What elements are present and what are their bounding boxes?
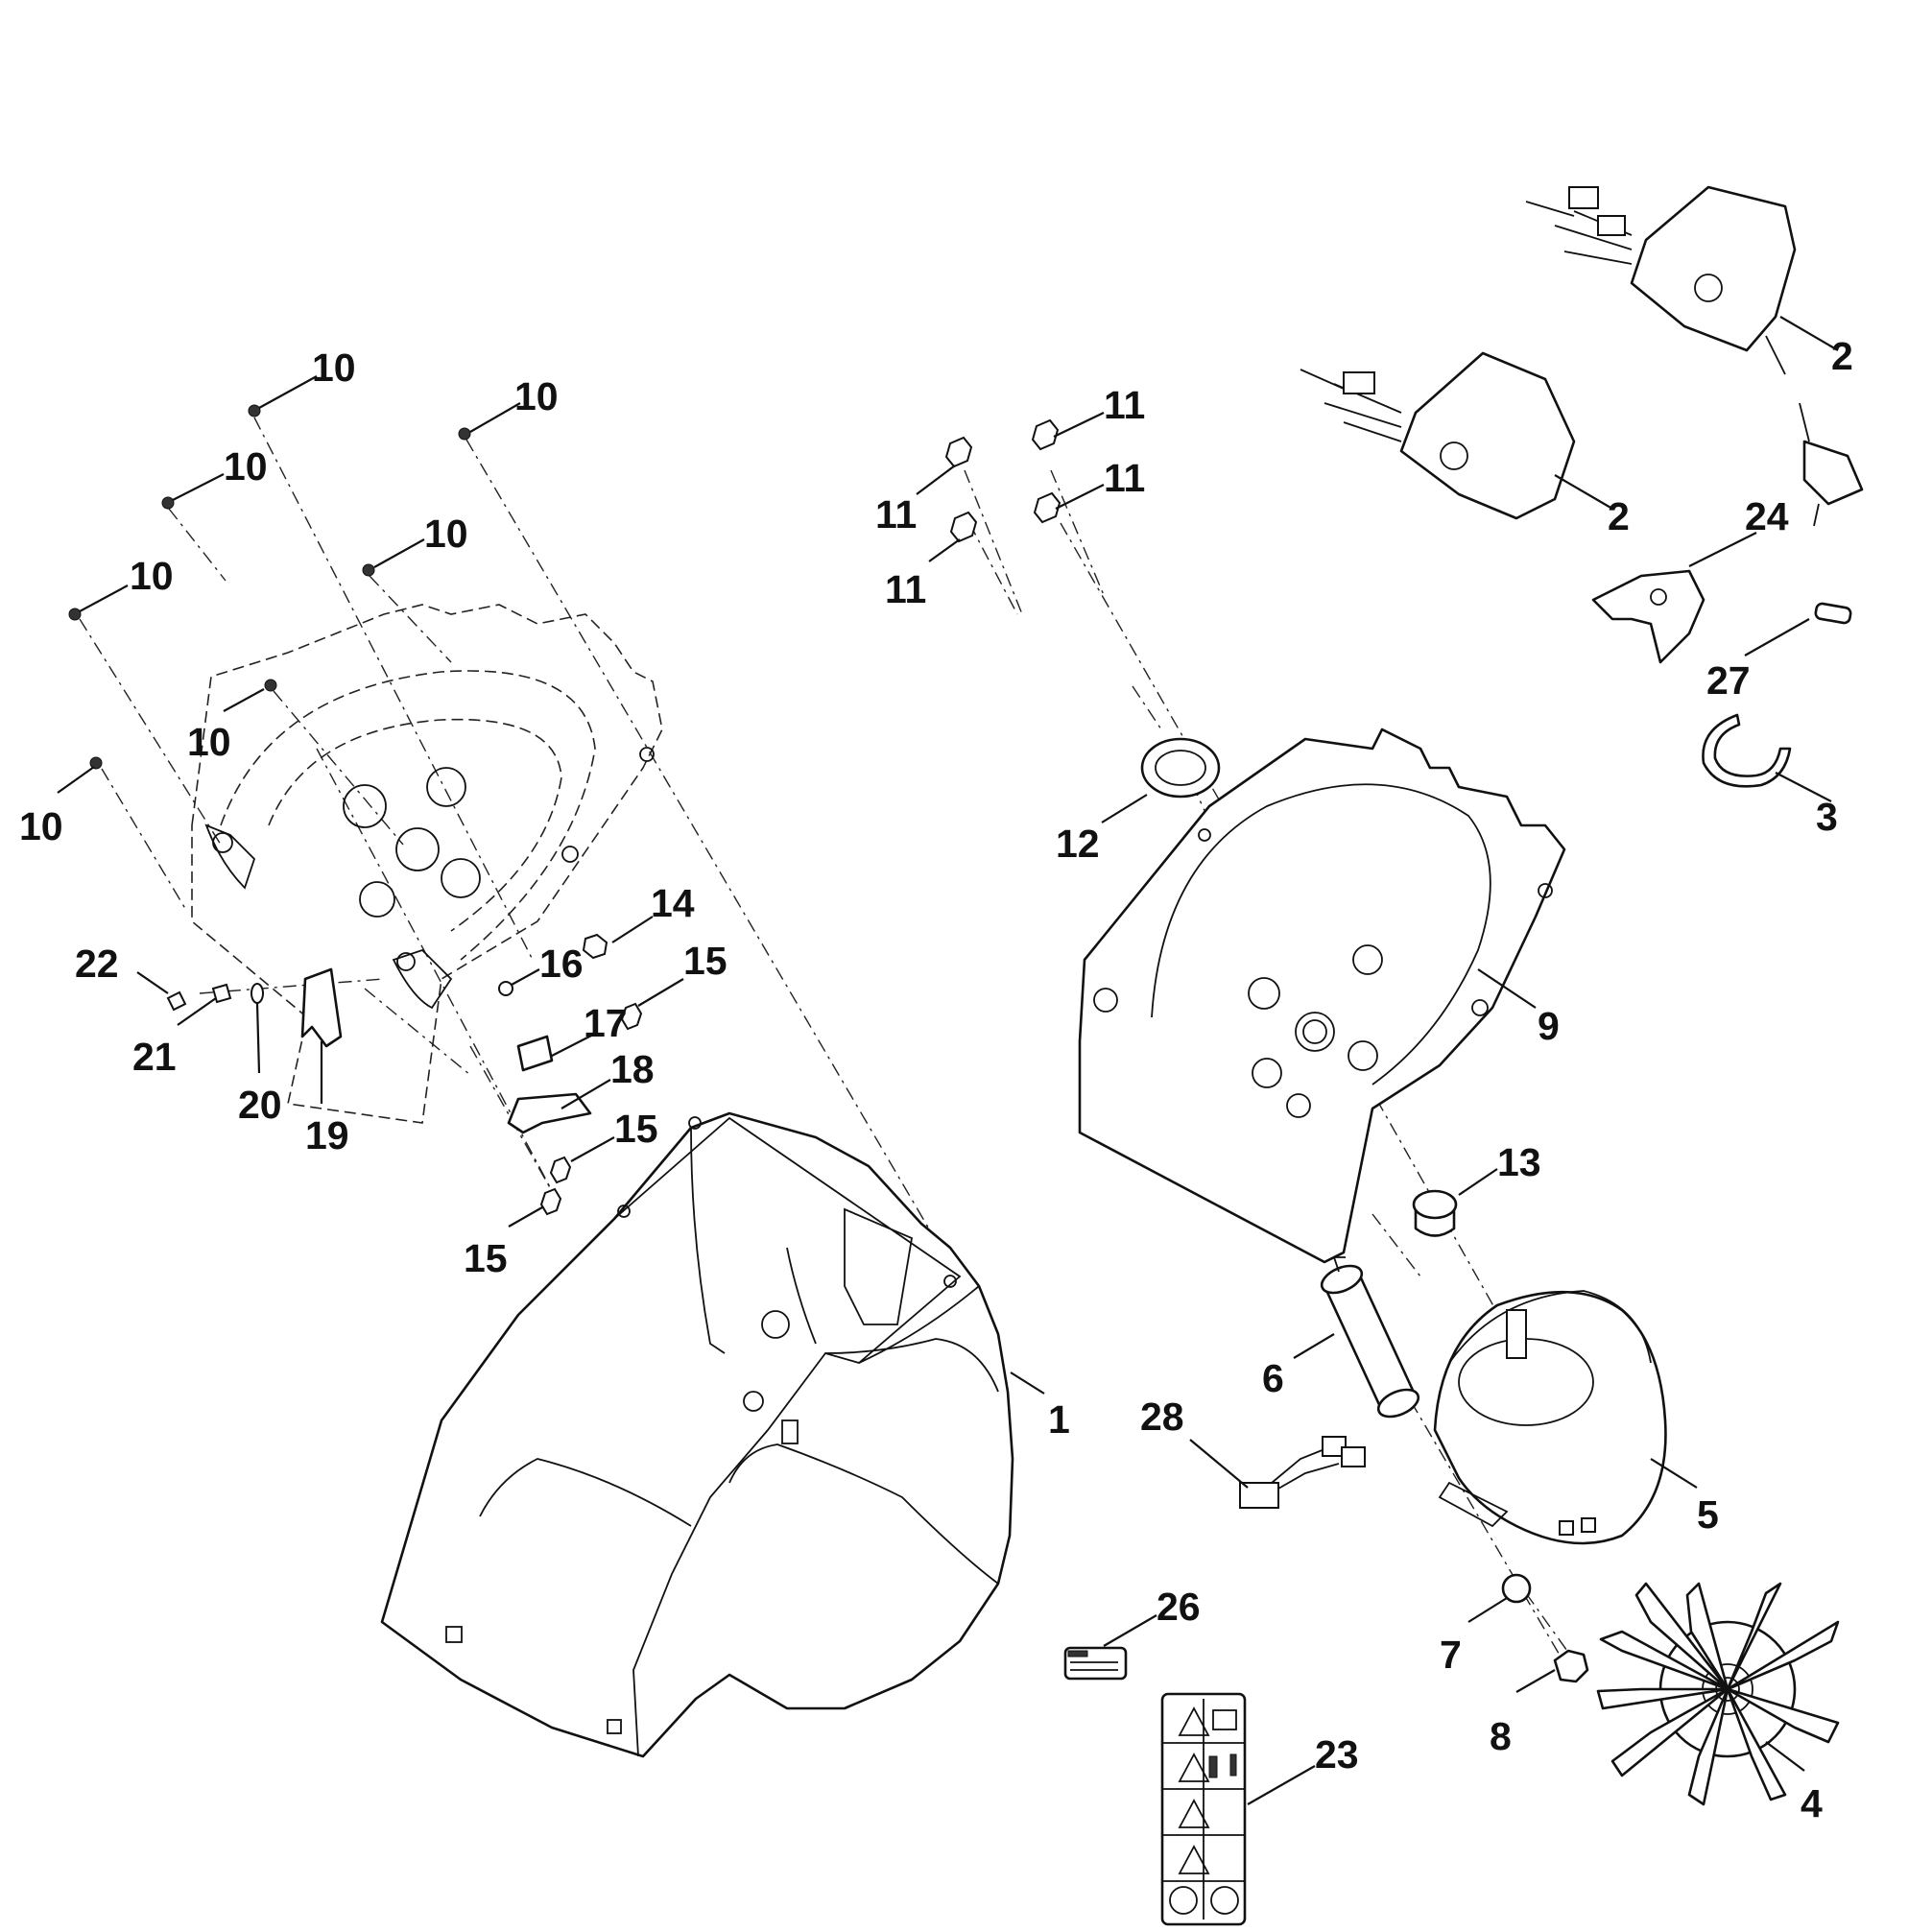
lock-washer: [1501, 1573, 1532, 1604]
callout-15-b: 15: [614, 1107, 658, 1151]
callout-9: 9: [1538, 1004, 1560, 1048]
callout-4: 4: [1801, 1781, 1823, 1825]
callout-2-a: 2: [1831, 334, 1853, 378]
motor-controller-upper: [1525, 185, 1797, 375]
callout-20: 20: [238, 1083, 282, 1127]
callout-5: 5: [1697, 1492, 1719, 1537]
callout-labels: 10 10 10 10 10 10 10 11 11 11 11 2 2 24 …: [19, 334, 1853, 1825]
callout-3: 3: [1816, 795, 1838, 839]
electric-motor: [1433, 1290, 1667, 1545]
callout-17: 17: [584, 1001, 628, 1045]
callout-11-b: 11: [1104, 456, 1145, 500]
fan-housing: [1078, 727, 1566, 1264]
fan-impeller: [1596, 1582, 1840, 1806]
callout-10-e: 10: [130, 554, 174, 598]
power-plug: [1799, 402, 1864, 527]
callout-10-a: 10: [312, 346, 356, 390]
callout-15-c: 15: [464, 1236, 508, 1280]
screws-10: [68, 404, 471, 770]
callout-10-d: 10: [424, 512, 468, 556]
callout-24: 24: [1745, 494, 1789, 538]
callout-26: 26: [1157, 1585, 1201, 1629]
callout-2-b: 2: [1608, 494, 1630, 538]
warning-label-icons: [1162, 1699, 1245, 1920]
callout-11-c: 11: [875, 492, 917, 537]
hex-nut: [1553, 1649, 1589, 1683]
main-housing: [380, 1111, 1014, 1758]
callout-6: 6: [1262, 1356, 1284, 1400]
pin: [1814, 602, 1852, 625]
callout-1: 1: [1048, 1397, 1070, 1442]
callout-11-d: 11: [885, 567, 926, 611]
callout-28: 28: [1140, 1395, 1184, 1439]
callout-19: 19: [305, 1113, 349, 1157]
callout-15-a: 15: [683, 939, 727, 983]
serial-plate: [1063, 1646, 1128, 1681]
callout-23: 23: [1315, 1732, 1359, 1777]
seal-ring: [1140, 737, 1221, 799]
callout-10-c: 10: [224, 444, 268, 489]
retaining-ring: [1702, 713, 1792, 788]
small-parts-left: [166, 933, 643, 1216]
cable-clip: [1591, 569, 1705, 664]
callout-11-a: 11: [1104, 383, 1145, 427]
capacitor: [1320, 1256, 1420, 1419]
callout-13: 13: [1497, 1140, 1541, 1184]
callout-18: 18: [610, 1047, 655, 1091]
callout-12: 12: [1056, 822, 1100, 866]
callout-27: 27: [1706, 658, 1751, 703]
adapter-cable: [1239, 1436, 1366, 1509]
bushing: [1412, 1189, 1458, 1237]
callout-8: 8: [1490, 1714, 1512, 1758]
motor-controller-lower: [1300, 351, 1576, 520]
callout-22: 22: [75, 942, 119, 986]
callout-10-f: 10: [187, 720, 231, 764]
callout-14: 14: [651, 881, 695, 925]
callout-10-b: 10: [514, 374, 559, 418]
screws-11: [944, 418, 1061, 543]
callout-21: 21: [132, 1035, 177, 1079]
callout-10-g: 10: [19, 804, 63, 848]
warning-label-sheet: [1160, 1692, 1247, 1926]
callout-7: 7: [1440, 1633, 1462, 1677]
leader-lines: [57, 316, 1839, 1805]
callout-16: 16: [539, 942, 584, 986]
ghost-fan-cover: [191, 604, 663, 1124]
